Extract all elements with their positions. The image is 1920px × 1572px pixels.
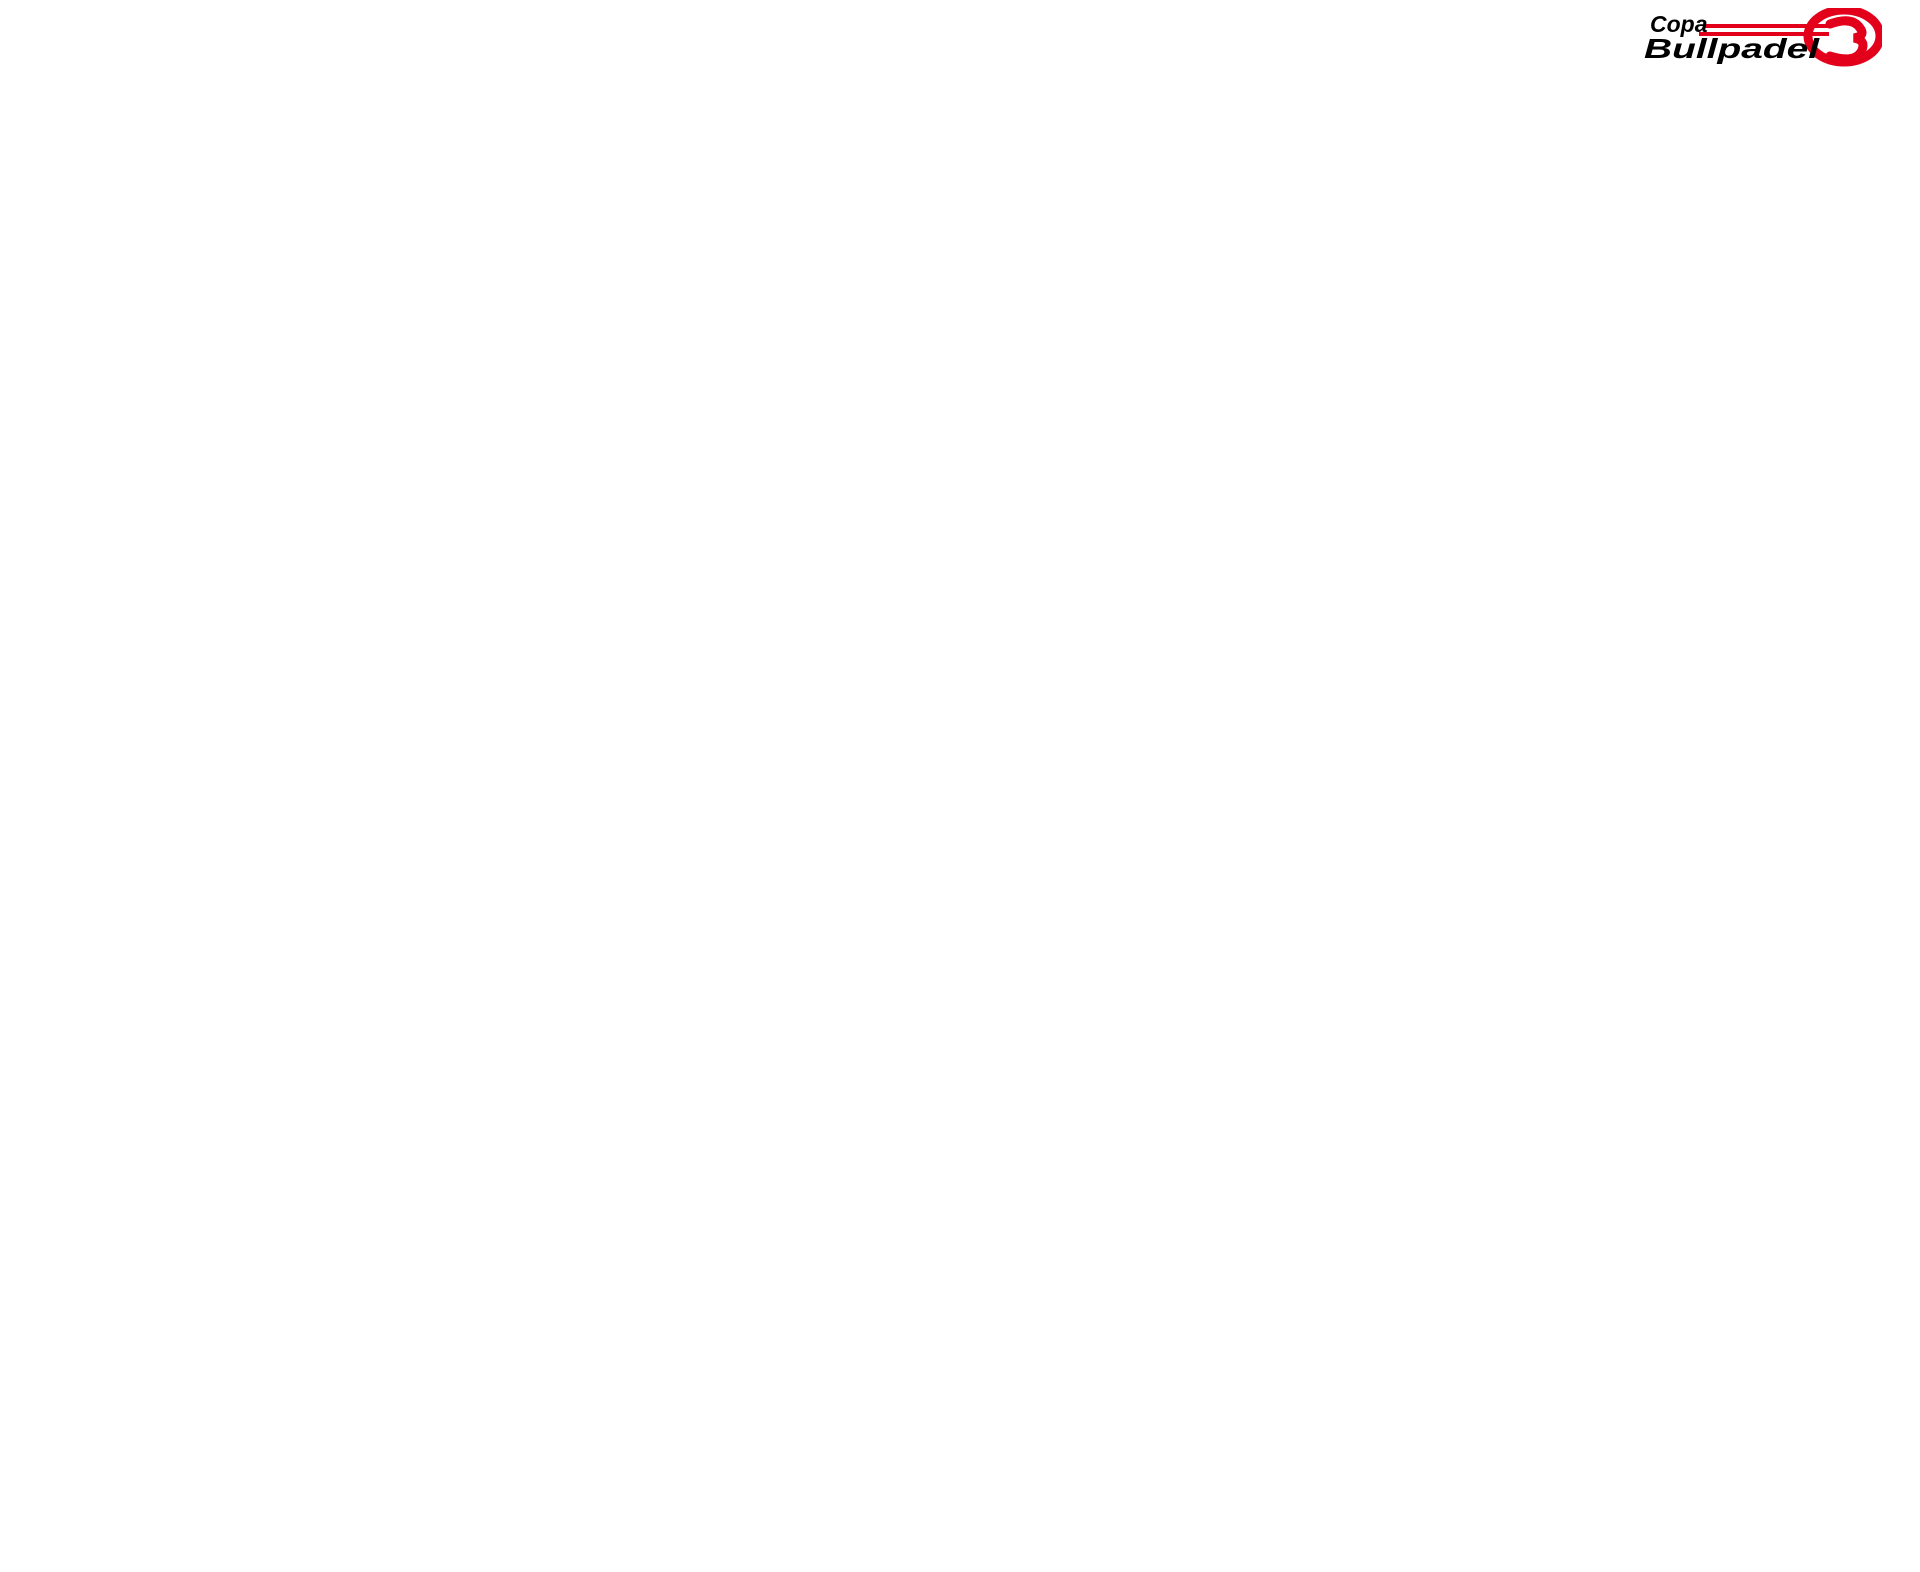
svg-text:Bullpadel: Bullpadel — [1644, 33, 1821, 64]
svg-text:Copa: Copa — [1650, 11, 1708, 37]
page-header: Copa Bullpadel — [0, 0, 1920, 86]
copa-bullpadel-logo: Copa Bullpadel — [1644, 8, 1882, 68]
